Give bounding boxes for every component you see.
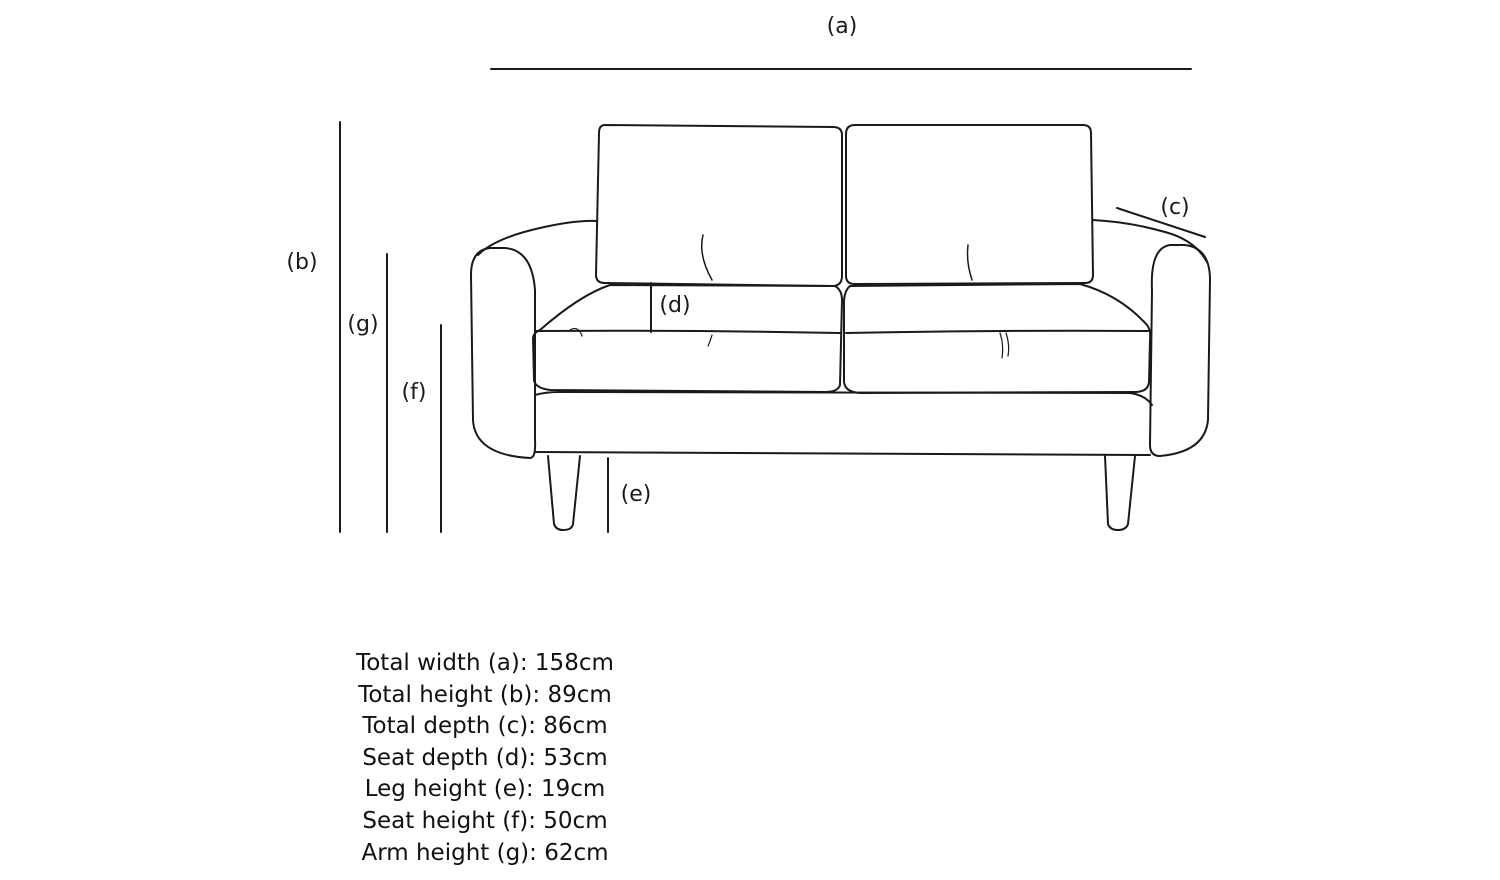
label-g: (g) [347, 312, 378, 337]
dimension-specs-list: Total width (a): 158cm Total height (b):… [285, 648, 685, 869]
dimension-line-c [1116, 207, 1206, 238]
leg-right [1104, 455, 1136, 531]
back-cushion-left [595, 124, 843, 287]
spec-seat-height: Seat height (f): 50cm [362, 807, 608, 834]
label-b: (b) [286, 250, 317, 275]
seat-cushion-left [532, 284, 843, 393]
leg-left [547, 455, 581, 531]
spec-total-height: Total height (b): 89cm [358, 681, 612, 708]
cushion-crease [569, 327, 1010, 359]
spec-arm-height: Arm height (g): 62cm [361, 839, 609, 866]
label-d: (d) [659, 293, 690, 318]
seat-cushion-right-edge [845, 329, 1149, 334]
spec-total-depth: Total depth (c): 86cm [362, 713, 608, 740]
label-e: (e) [621, 482, 652, 507]
right-arm-front [1149, 244, 1211, 457]
spec-seat-depth: Seat depth (d): 53cm [362, 744, 608, 771]
sofa-base [534, 391, 1153, 456]
left-arm-top [477, 219, 597, 256]
cushion-crease [700, 234, 973, 281]
label-f: (f) [402, 380, 427, 405]
back-cushion-right [845, 124, 1094, 285]
left-arm-front [470, 247, 537, 459]
spec-leg-height: Leg height (e): 19cm [364, 776, 606, 803]
label-c: (c) [1160, 195, 1189, 220]
right-arm-top [1092, 219, 1208, 263]
seat-cushion-left-edge [535, 329, 841, 334]
seat-cushion-right [843, 283, 1152, 394]
label-a: (a) [827, 14, 858, 39]
spec-total-width: Total width (a): 158cm [356, 650, 614, 676]
